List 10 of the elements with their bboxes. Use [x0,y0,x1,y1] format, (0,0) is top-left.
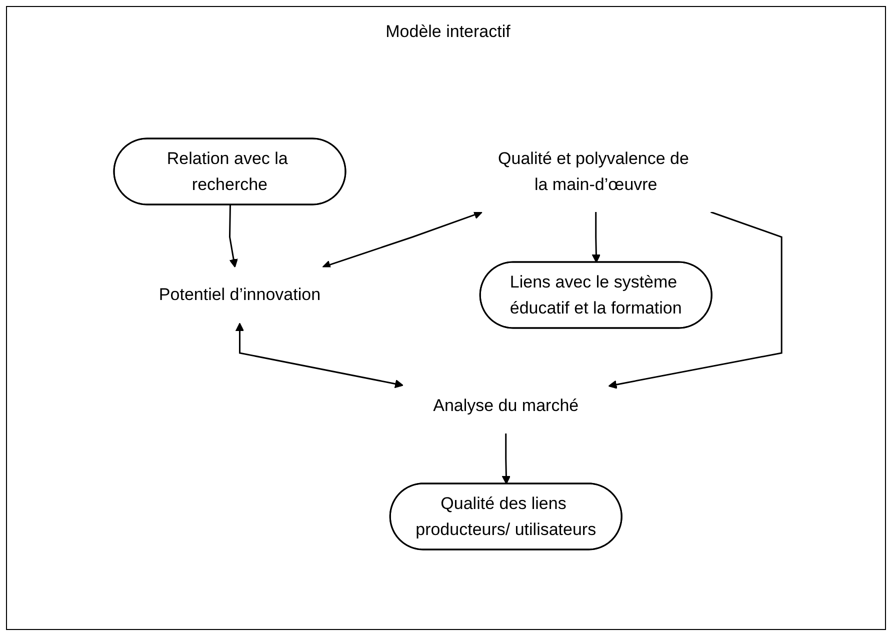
arrow [592,212,601,263]
arrow [322,210,483,269]
diagram-title: Modèle interactif [384,22,512,42]
arrow [229,204,238,268]
arrow [502,433,511,484]
node-text: Analyse du marché [433,396,579,415]
node-text: Qualité et polyvalence de la main-d’œuvre [498,148,690,194]
node-text: Potentiel d’innovation [159,284,321,304]
arrow [608,211,783,389]
arrow [236,322,404,388]
